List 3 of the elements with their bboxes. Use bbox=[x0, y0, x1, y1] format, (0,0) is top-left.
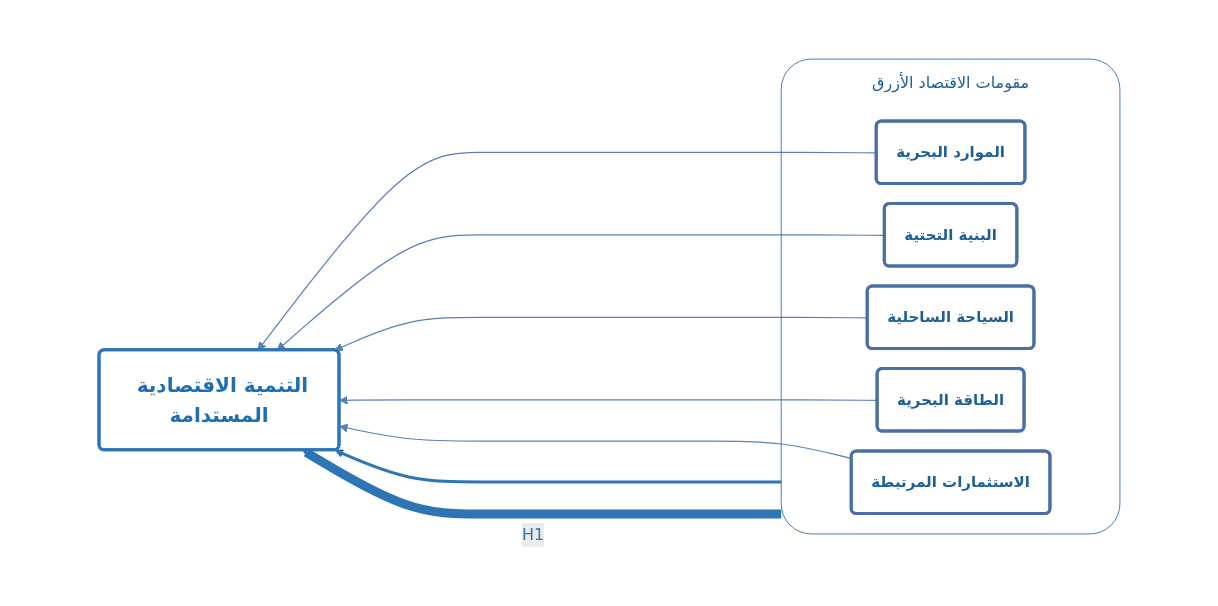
edge-label: H1 bbox=[521, 524, 544, 544]
arrow bbox=[334, 449, 781, 484]
arrow bbox=[301, 448, 781, 519]
